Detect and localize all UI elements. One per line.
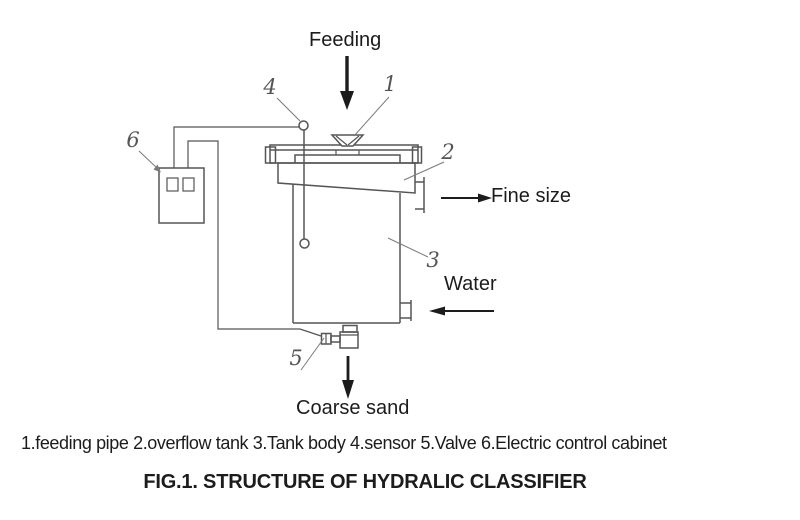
part-number-3: 3 bbox=[426, 248, 440, 272]
parts-legend: 1.feeding pipe 2.overflow tank 3.Tank bo… bbox=[21, 433, 667, 453]
water-label: Water bbox=[444, 273, 497, 295]
part-number-6: 6 bbox=[126, 128, 140, 152]
leader-1 bbox=[353, 96, 390, 137]
discharge-valve bbox=[320, 324, 359, 349]
part-number-5: 5 bbox=[289, 346, 303, 370]
leader-6 bbox=[138, 150, 159, 170]
feeding-pipe-funnel bbox=[330, 134, 365, 147]
tank-lid bbox=[264, 144, 423, 164]
coarse-sand-label: Coarse sand bbox=[296, 397, 410, 419]
fine-size-arrow bbox=[441, 193, 492, 203]
part-number-4: 4 bbox=[263, 75, 277, 99]
control-cabinet bbox=[158, 167, 205, 224]
feeding-arrow bbox=[340, 56, 354, 110]
water-arrow bbox=[429, 306, 494, 316]
leader-3 bbox=[387, 237, 429, 258]
fine-size-label: Fine size bbox=[491, 185, 572, 207]
figure-title: FIG.1. STRUCTURE OF HYDRALIC CLASSIFIER bbox=[143, 471, 587, 493]
feeding-label: Feeding bbox=[309, 29, 382, 51]
leader-5 bbox=[300, 337, 325, 371]
leader-lines bbox=[138, 96, 445, 371]
leader-6-arrowhead bbox=[153, 164, 161, 173]
leader-4 bbox=[276, 97, 301, 122]
fine-size-outlet bbox=[415, 177, 425, 213]
part-number-1: 1 bbox=[383, 72, 397, 96]
part-number-2: 2 bbox=[441, 140, 455, 164]
leader-2 bbox=[403, 161, 445, 181]
cabinet-wires bbox=[173, 126, 322, 337]
overflow-tank bbox=[277, 162, 416, 194]
sensor-rod bbox=[298, 120, 310, 249]
coarse-sand-arrow bbox=[342, 356, 354, 399]
water-inlet bbox=[400, 300, 412, 321]
tank-body bbox=[292, 184, 401, 324]
